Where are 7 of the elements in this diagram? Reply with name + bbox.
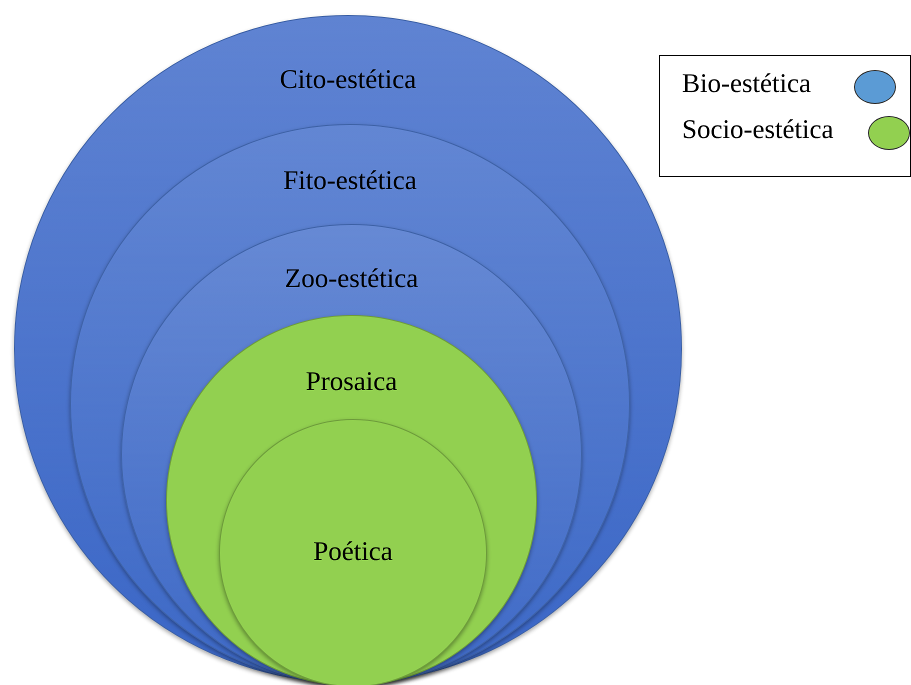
circle-label: Cito-estética	[280, 64, 416, 95]
circle-label: Zoo-estética	[284, 263, 418, 294]
circle-label: Poética	[313, 536, 393, 567]
legend-label: Bio-estética	[682, 68, 811, 99]
circle-label: Fito-estética	[283, 165, 417, 196]
legend-label: Socio-estética	[682, 114, 834, 145]
circle-label: Prosaica	[306, 366, 398, 397]
